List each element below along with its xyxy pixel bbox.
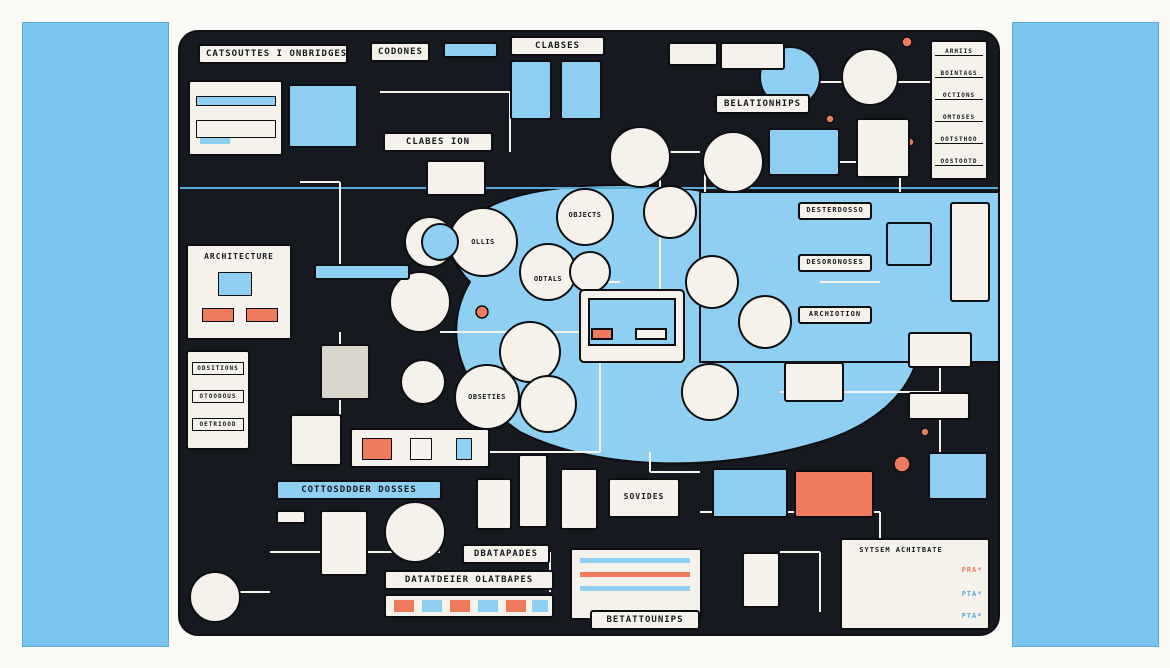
database-stack [320, 344, 370, 400]
doc-stack-card-b [908, 392, 970, 420]
butterfly-card [290, 414, 342, 466]
servers-node-label: OBSETIES [468, 393, 506, 401]
video-card [928, 452, 988, 500]
stacked-cards [320, 510, 368, 576]
architecture-card-title: ARCHITECTURE [204, 252, 274, 261]
classes-top-label: CLABSES [510, 36, 605, 56]
top-window-card [720, 42, 785, 70]
left-menu-item: OTOODOUS [192, 390, 244, 403]
left-side-panel [22, 22, 169, 647]
architecture-card: ARCHITECTURE [186, 244, 292, 340]
left-list-card: ODSITIONS OTOODOUS OETRIOOD [186, 350, 250, 450]
class-diagram-b [560, 60, 602, 120]
table-card-a [712, 468, 788, 518]
right-menu-item: ARHIIS [935, 48, 983, 56]
document-card-b [742, 552, 780, 608]
right-menu-item: OCTIONS [935, 92, 983, 100]
browser-card [426, 160, 486, 196]
right-menu-item: OOSTOOTD [935, 158, 983, 166]
relationships-table [570, 548, 702, 620]
right-list-item-2: ARCHIOTION [798, 306, 872, 324]
right-side-panel [1012, 22, 1159, 647]
left-menu-item: OETRIOOD [192, 418, 244, 431]
screen-card [768, 128, 840, 176]
class-diagram-a [510, 60, 552, 120]
document-card [856, 118, 910, 178]
right-menu-item: BOINTAGS [935, 70, 983, 78]
component-bar: COTTOSDDDER DOSSES [276, 480, 442, 500]
system-architecture-table: SYTSEM ACHITBATE PRA* PTA* PTA* [840, 538, 990, 630]
architecture-diagram-board: CATSOUTTES I ONBRIDGES CODONES CLABSES B… [180, 32, 998, 634]
databases-tag: DBATAPADES [462, 544, 550, 564]
small-box [276, 510, 306, 524]
categories-banner: CATSOUTTES I ONBRIDGES [198, 44, 348, 64]
top-small-card [668, 42, 718, 66]
codes-tag: CODONES [370, 42, 430, 62]
device-card-c [560, 468, 598, 530]
checklist-card [950, 202, 990, 302]
shield-card [886, 222, 932, 266]
right-menu-item: OMTOSES [935, 114, 983, 122]
flow-card [350, 428, 490, 468]
doc-stack-card [908, 332, 972, 368]
blue-tag [443, 42, 498, 58]
table-tag-2: PTA* [961, 612, 983, 620]
module-card [288, 84, 358, 148]
table-tag-1: PTA* [961, 590, 983, 598]
right-menu-panel: ARHIIS BOINTAGS OCTIONS OMTOSES OOTSTHOO OOST… [930, 40, 988, 180]
olis-label: OLLIS [471, 238, 495, 246]
device-card-a [476, 478, 512, 530]
left-window-card [188, 80, 283, 156]
table-card-b [794, 470, 874, 518]
window-small-card [784, 362, 844, 402]
color-bar-strip [384, 594, 554, 618]
left-menu-item: ODSITIONS [192, 362, 244, 375]
device-card-b [518, 454, 548, 528]
services-monitor: SOVIDES [608, 478, 680, 518]
relationships-top-label: BELATIONHIPS [715, 94, 810, 114]
objects-label: OBJECTS [568, 211, 602, 219]
right-list-item-0: DESTERDOSSO [798, 202, 872, 220]
right-list-item-1: DESORONOSES [798, 254, 872, 272]
classes-mid-label: CLABES ION [383, 132, 493, 152]
relationships-bottom-label: BETATTOUNIPS [590, 610, 700, 630]
right-menu-item: OOTSTHOO [935, 136, 983, 144]
details-label: ODTALS [533, 275, 563, 283]
blue-strip [314, 264, 410, 280]
databases-bottom-label: DATATDEIER OLATBAPES [384, 570, 554, 590]
services-label: SOVIDES [623, 492, 665, 501]
table-tag-0: PRA* [961, 566, 983, 574]
system-architecture-label: SYTSEM ACHITBATE [859, 546, 943, 554]
